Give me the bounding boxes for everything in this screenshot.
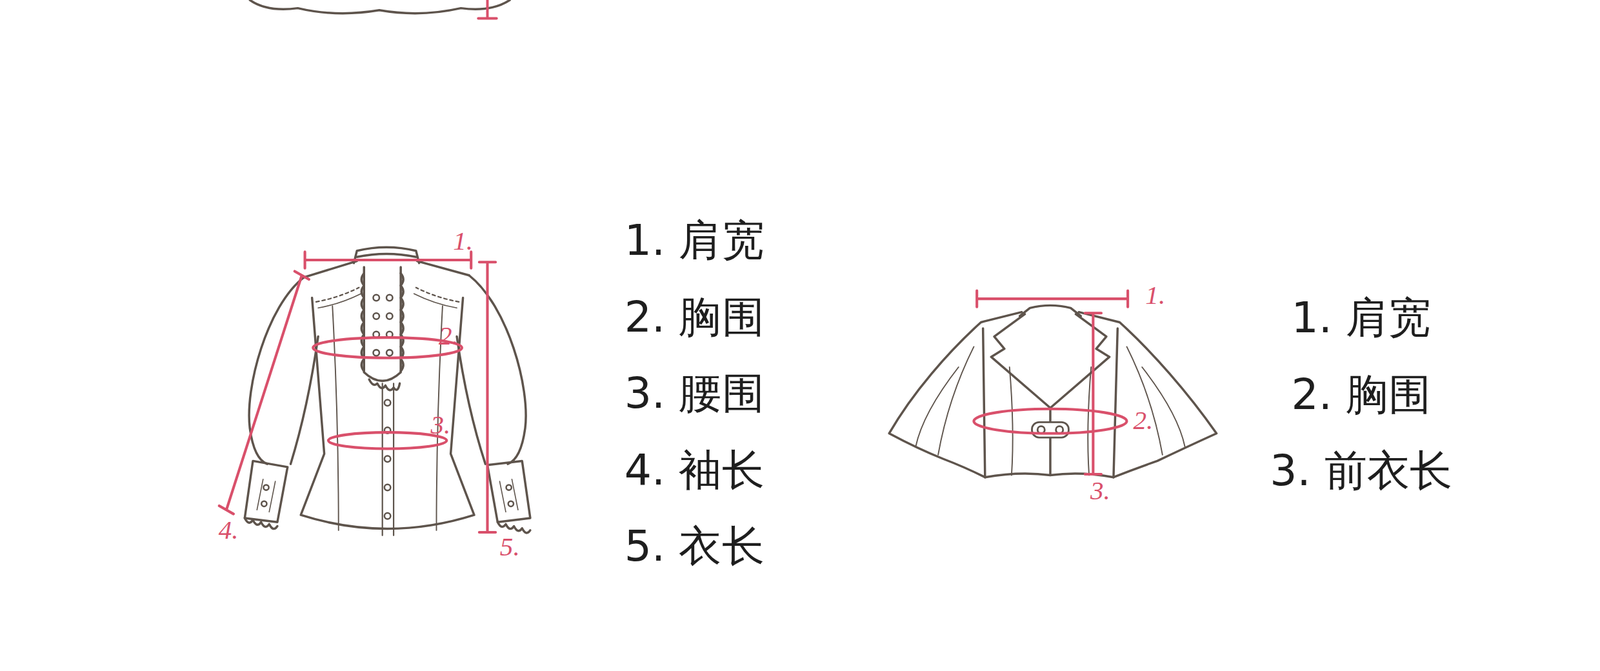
measurement-name: 3. 前衣长 <box>1269 447 1453 495</box>
callout-number: 2. <box>438 323 459 350</box>
button <box>384 456 391 462</box>
button <box>384 400 391 406</box>
measurement-name: 2. 胸围 <box>1290 370 1431 419</box>
button <box>386 349 393 356</box>
blouse-drawing <box>416 261 470 276</box>
measure-line <box>219 251 496 533</box>
cape-closure <box>1032 421 1070 438</box>
button <box>386 312 393 319</box>
blouse-drawing <box>290 336 319 465</box>
blouse-drawing <box>318 293 457 308</box>
button <box>261 294 514 520</box>
cape-drawing <box>1078 312 1217 478</box>
blouse-drawing <box>369 379 400 391</box>
callout-number: 1. <box>1145 282 1166 310</box>
button <box>372 349 379 356</box>
measurement-name: 4. 袖长 <box>624 446 765 494</box>
partial-garment-hem <box>249 0 510 14</box>
measure-line <box>976 290 1128 307</box>
blouse-drawing <box>456 336 486 465</box>
measurement-name: 2. 胸围 <box>624 293 765 341</box>
button <box>372 294 379 301</box>
button <box>372 312 379 319</box>
blouse-drawing <box>316 287 459 302</box>
measure-line <box>305 251 472 268</box>
cape-drawing <box>1050 314 1110 408</box>
blouse-drawing <box>363 267 401 381</box>
cape-drawing <box>990 314 1051 408</box>
cape-drawing <box>915 346 1185 455</box>
cape-closure <box>1032 421 1070 438</box>
button <box>384 512 391 519</box>
button <box>261 501 267 507</box>
measure-line <box>1085 312 1102 475</box>
measure-mark <box>478 0 497 19</box>
button <box>508 501 514 507</box>
callout-number: 3. <box>430 412 451 439</box>
measurement-name: 1. 肩宽 <box>1290 294 1431 342</box>
measure-line <box>479 261 496 533</box>
cape-drawing <box>983 328 1119 478</box>
callout-number: 3. <box>1090 478 1111 505</box>
blouse-drawing <box>497 521 531 533</box>
measurement-name: 5. 衣长 <box>624 523 765 571</box>
button <box>506 484 512 490</box>
measure-line <box>328 432 447 449</box>
blouse-drawing <box>300 298 475 530</box>
measure-line <box>973 290 1128 474</box>
measurement-name: 3. 腰围 <box>624 370 765 418</box>
cape-drawing <box>1009 367 1091 476</box>
blouse-drawing <box>244 247 531 536</box>
partial-garment-hem <box>249 0 510 14</box>
blouse-drawing <box>256 479 519 513</box>
blouse-drawing <box>382 383 394 536</box>
blouse-drawing <box>244 518 278 530</box>
cape-drawing <box>889 312 1022 478</box>
cape-drawing <box>1049 407 1051 475</box>
callout-number: 1. <box>452 228 473 255</box>
callout-number: 5. <box>500 534 520 561</box>
blouse-drawing <box>249 277 304 464</box>
button <box>386 294 393 301</box>
blouse-drawing <box>487 460 531 522</box>
callout-number: 2. <box>1132 407 1153 435</box>
measure-line <box>219 270 310 514</box>
button <box>384 484 391 491</box>
cape-drawing <box>889 305 1217 477</box>
measure-mark <box>478 0 497 19</box>
blouse-drawing <box>244 460 288 522</box>
callout-number: 4. <box>218 516 239 544</box>
button <box>263 484 269 490</box>
measurement-name: 1. 肩宽 <box>624 217 765 265</box>
cape-drawing <box>1020 305 1082 317</box>
measure-line <box>973 409 1127 434</box>
blouse-drawing <box>356 254 417 258</box>
blouse-drawing <box>303 261 357 278</box>
